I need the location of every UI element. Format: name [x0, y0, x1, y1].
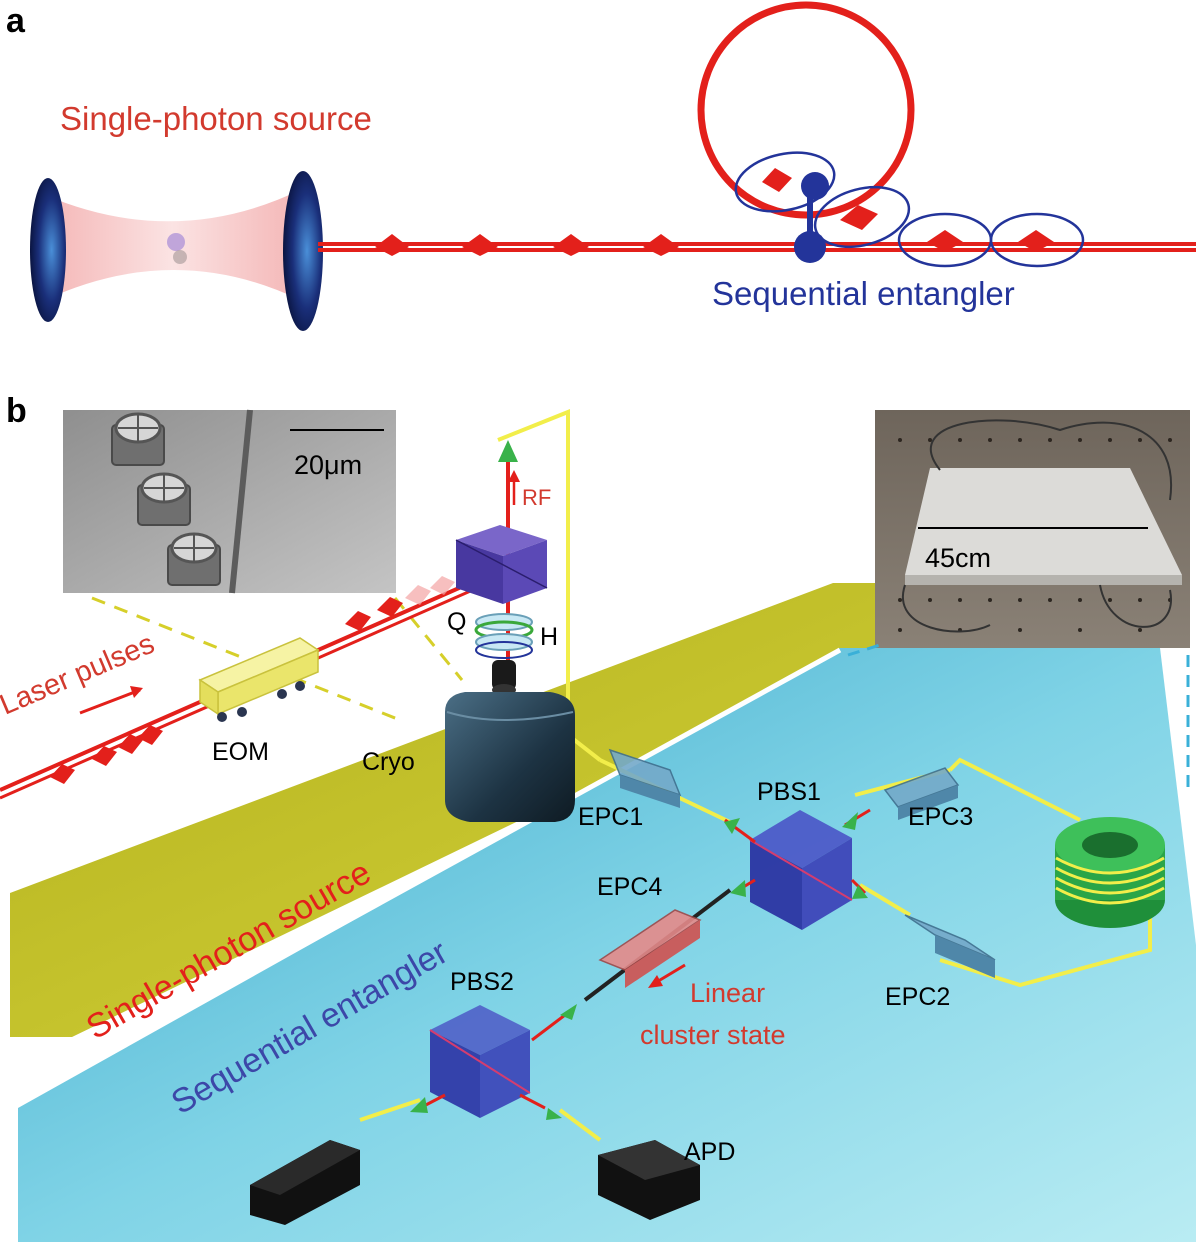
panel-b-letter: b	[6, 392, 27, 430]
right-cavity-mirror	[283, 171, 323, 331]
laser-pulses	[50, 597, 403, 784]
sem-inset: 20μm	[63, 409, 396, 594]
sem-scale-label: 20μm	[294, 450, 362, 480]
rf-output-marker	[498, 440, 518, 462]
pbs1-markers	[724, 812, 868, 899]
fiber-spool	[1055, 817, 1165, 928]
polarizing-beamsplitter-top	[455, 525, 548, 604]
cluster-arrow	[648, 963, 686, 988]
band-divider	[16, 647, 842, 1105]
epc2	[904, 914, 996, 978]
quantum-dot-reflection	[173, 250, 187, 264]
epc3-label: EPC3	[908, 803, 973, 831]
cluster-line1: Linear	[690, 978, 765, 1008]
laser-direction-arrow	[79, 686, 143, 715]
photon-pulses	[375, 234, 679, 256]
entangler-ellipses	[734, 151, 1085, 268]
panel-a-letter: a	[6, 2, 26, 40]
entangled-photons	[762, 168, 1054, 252]
epc4	[598, 909, 702, 988]
quantum-dot	[167, 233, 185, 251]
cluster-line2: cluster state	[640, 1020, 786, 1050]
eom-device	[198, 637, 320, 722]
faded-pulses	[405, 576, 455, 605]
sem-zoom-lines	[91, 596, 464, 722]
rf-label: RF	[522, 485, 551, 510]
apd-label: APD	[684, 1138, 735, 1166]
pbs1-label: PBS1	[757, 778, 821, 806]
cryo-label: Cryo	[362, 748, 415, 776]
laser-pulses-label: Laser pulses	[0, 628, 159, 722]
left-cavity-mirror	[30, 178, 66, 322]
panel-a-source-label: Single-photon source	[60, 100, 372, 137]
device-photo-inset: 45cm	[875, 410, 1190, 648]
half-waveplate	[475, 633, 533, 659]
pbs2-markers	[410, 1004, 577, 1120]
apd-left	[250, 1140, 360, 1225]
pbs2-label: PBS2	[450, 968, 514, 996]
apd-right	[598, 1140, 700, 1220]
objective-lens	[492, 660, 516, 696]
panel-a-entangler-label: Sequential entangler	[712, 275, 1015, 312]
epc1	[608, 748, 682, 808]
cryostat	[445, 692, 575, 822]
epc3	[883, 767, 960, 820]
collection-fiber	[497, 409, 602, 762]
q-label: Q	[447, 608, 466, 636]
epc1-label: EPC1	[578, 803, 643, 831]
pbs1	[749, 810, 853, 930]
h-label: H	[540, 623, 558, 651]
fiber-loop	[697, 1, 915, 219]
entangler-gate	[794, 172, 829, 263]
rf-arrow	[508, 470, 520, 505]
photo-zoom-line-1	[847, 643, 881, 657]
quarter-waveplate	[474, 613, 534, 640]
epc2-label: EPC2	[885, 983, 950, 1011]
photo-scale-label: 45cm	[925, 543, 991, 573]
eom-label: EOM	[212, 738, 269, 766]
epc4-label: EPC4	[597, 873, 662, 901]
